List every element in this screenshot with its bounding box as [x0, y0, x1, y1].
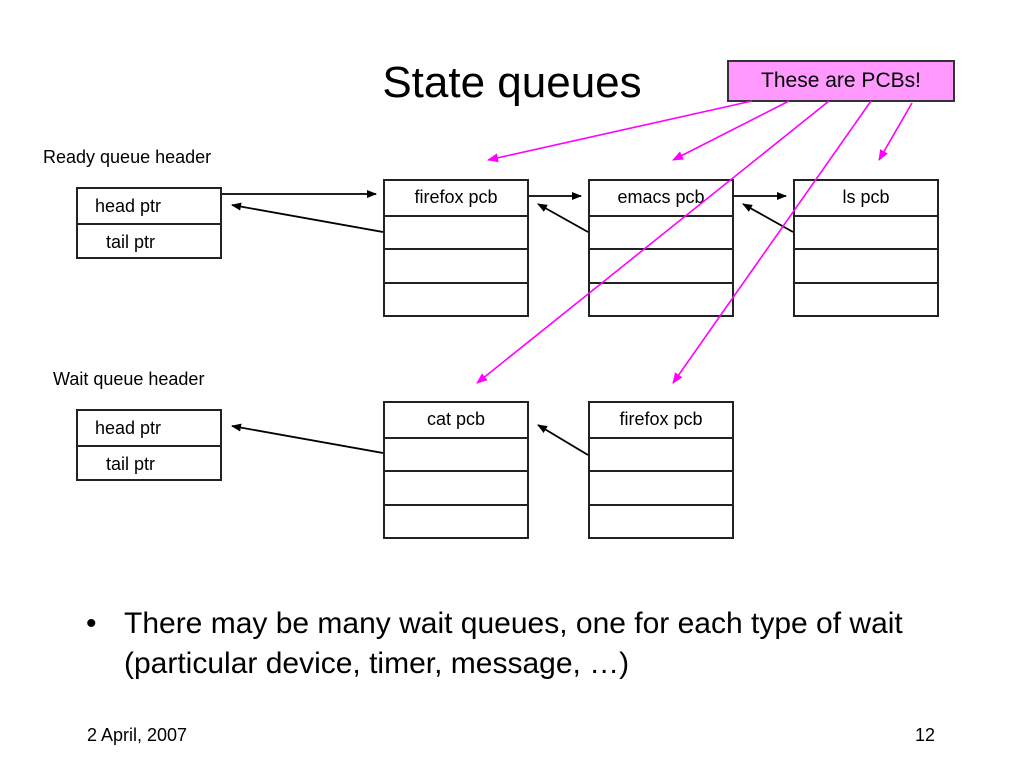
pcb-field: [385, 214, 527, 249]
pcb-field: [590, 281, 732, 316]
pcb-name: ls pcb: [842, 187, 890, 207]
ready-queue-header: head ptr tail ptr: [76, 187, 222, 259]
ready-pcb-firefox: firefox pcb: [383, 179, 529, 317]
wait-queue-label: Wait queue header: [53, 369, 205, 389]
ready-queue-label: Ready queue header: [43, 147, 212, 167]
bullet-point: • There may be many wait queues, one for…: [86, 604, 946, 684]
emacs-back-arrow: [537, 203, 589, 233]
firefox-back-arrow: [231, 202, 384, 233]
pcb-field: [795, 214, 937, 249]
wait-tail-ptr: tail ptr: [78, 445, 220, 479]
pcb-note-callout: These are PCBs!: [727, 60, 955, 102]
wait-pcb-firefox: firefox pcb: [588, 401, 734, 539]
bullet-text: There may be many wait queues, one for e…: [124, 607, 903, 680]
pcb-pointer-arrow: [672, 100, 790, 161]
pcb-name: cat pcb: [426, 409, 486, 429]
ls-back-arrow: [742, 203, 794, 233]
pcb-pointer-arrow: [476, 100, 830, 384]
pcb-field: [795, 248, 937, 282]
pcb-field: [385, 248, 527, 282]
pcb-field: [385, 470, 527, 504]
ready-tail-ptr: tail ptr: [78, 223, 220, 257]
pcb-field: [590, 470, 732, 504]
wait-head-back-arrow: [231, 423, 384, 454]
page-number: 12: [915, 725, 936, 745]
ready-pcb-ls: ls pcb: [793, 179, 939, 317]
pcb-pointer-arrow: [878, 102, 913, 161]
pcb-name: emacs pcb: [617, 187, 705, 207]
pcb-field: [385, 436, 527, 471]
bullet-symbol: •: [86, 607, 97, 640]
slide-title: State queues: [382, 58, 642, 107]
ready-head-ptr: head ptr: [95, 196, 162, 216]
pcb-field: [590, 436, 732, 471]
wait-pcb-cat: cat pcb: [383, 401, 529, 539]
pcb-name: firefox pcb: [414, 187, 498, 207]
pcb-field: [795, 281, 937, 316]
pcb-field: [590, 503, 732, 538]
wait-head-ptr: head ptr: [95, 418, 162, 438]
pcb-pointer-arrow: [487, 100, 753, 163]
ready-pcb-emacs: emacs pcb: [588, 179, 734, 317]
footer-date: 2 April, 2007: [87, 725, 188, 745]
cat-back-arrow: [537, 424, 589, 456]
pcb-pointer-arrow: [672, 100, 872, 384]
pcb-field: [590, 248, 732, 282]
wait-queue-header: head ptr tail ptr: [76, 409, 222, 481]
pcb-field: [385, 503, 527, 538]
pcb-field: [385, 281, 527, 316]
pcb-name: firefox pcb: [619, 409, 703, 429]
pcb-field: [590, 214, 732, 249]
